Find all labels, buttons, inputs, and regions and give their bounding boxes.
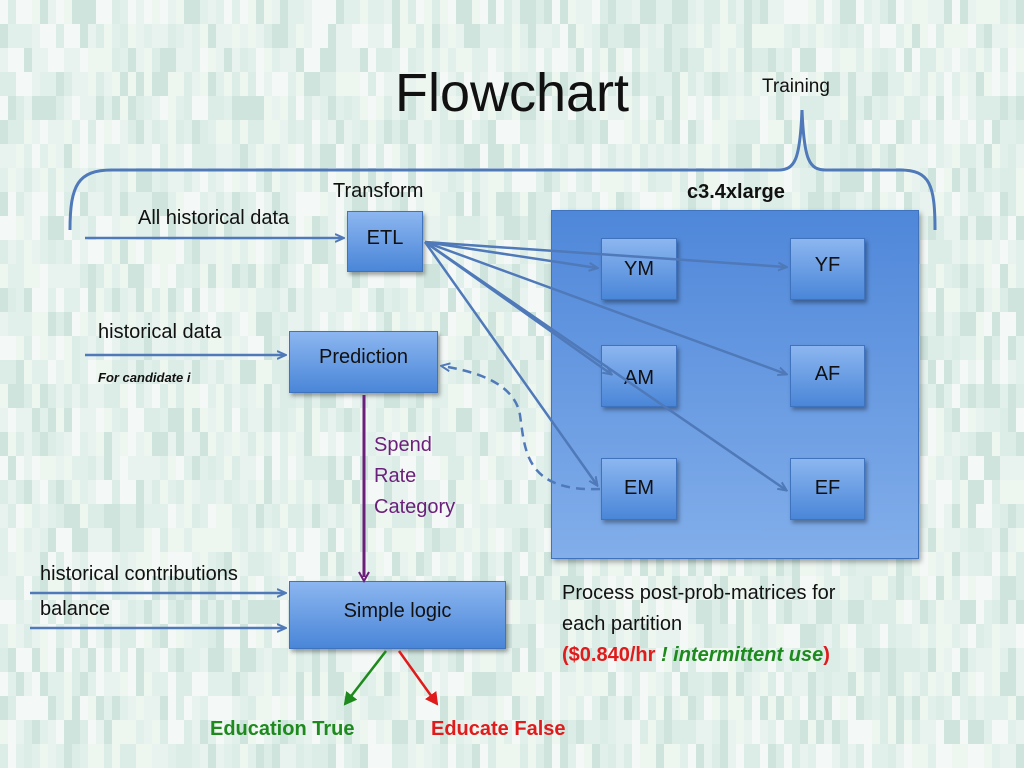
- input-for-candidate: For candidate i: [98, 370, 191, 385]
- training-label: Training: [762, 76, 830, 97]
- process-note-line1: Process post-prob-matrices for: [562, 582, 836, 604]
- input-all-historical-data: All historical data: [138, 207, 290, 229]
- input-historical-contributions: historical contributions: [40, 563, 238, 585]
- etl-box: ETL: [347, 211, 423, 272]
- transform-label: Transform: [333, 180, 424, 202]
- input-historical-data: historical data: [98, 321, 222, 343]
- yf-box: YF: [790, 238, 865, 300]
- page-title: Flowchart: [394, 63, 630, 123]
- process-note: Process post-prob-matrices for each part…: [562, 578, 835, 671]
- price-close-paren: ): [823, 644, 830, 666]
- am-box: AM: [601, 345, 677, 407]
- education-true-label: Education True: [210, 718, 355, 740]
- category-line: Category: [374, 496, 456, 518]
- process-note-price-line: ($0.840/hr ! intermittent use): [562, 640, 835, 671]
- prediction-box: Prediction: [289, 331, 438, 393]
- input-balance: balance: [40, 598, 111, 620]
- spend-rate-category-label: Spend Rate Category: [374, 430, 455, 523]
- instance-label: c3.4xlarge: [687, 181, 785, 203]
- spend-line: Spend: [374, 434, 432, 456]
- ef-box: EF: [790, 458, 865, 520]
- intermittent-use-text: ! intermittent use: [660, 644, 824, 666]
- em-box: EM: [601, 458, 677, 520]
- ym-box: YM: [601, 238, 677, 300]
- simple-logic-box: Simple logic: [289, 581, 506, 649]
- price-text: ($0.840/hr: [562, 644, 656, 666]
- process-note-line2: each partition: [562, 613, 683, 635]
- educate-false-label: Educate False: [431, 718, 566, 740]
- rate-line: Rate: [374, 465, 417, 487]
- af-box: AF: [790, 345, 865, 407]
